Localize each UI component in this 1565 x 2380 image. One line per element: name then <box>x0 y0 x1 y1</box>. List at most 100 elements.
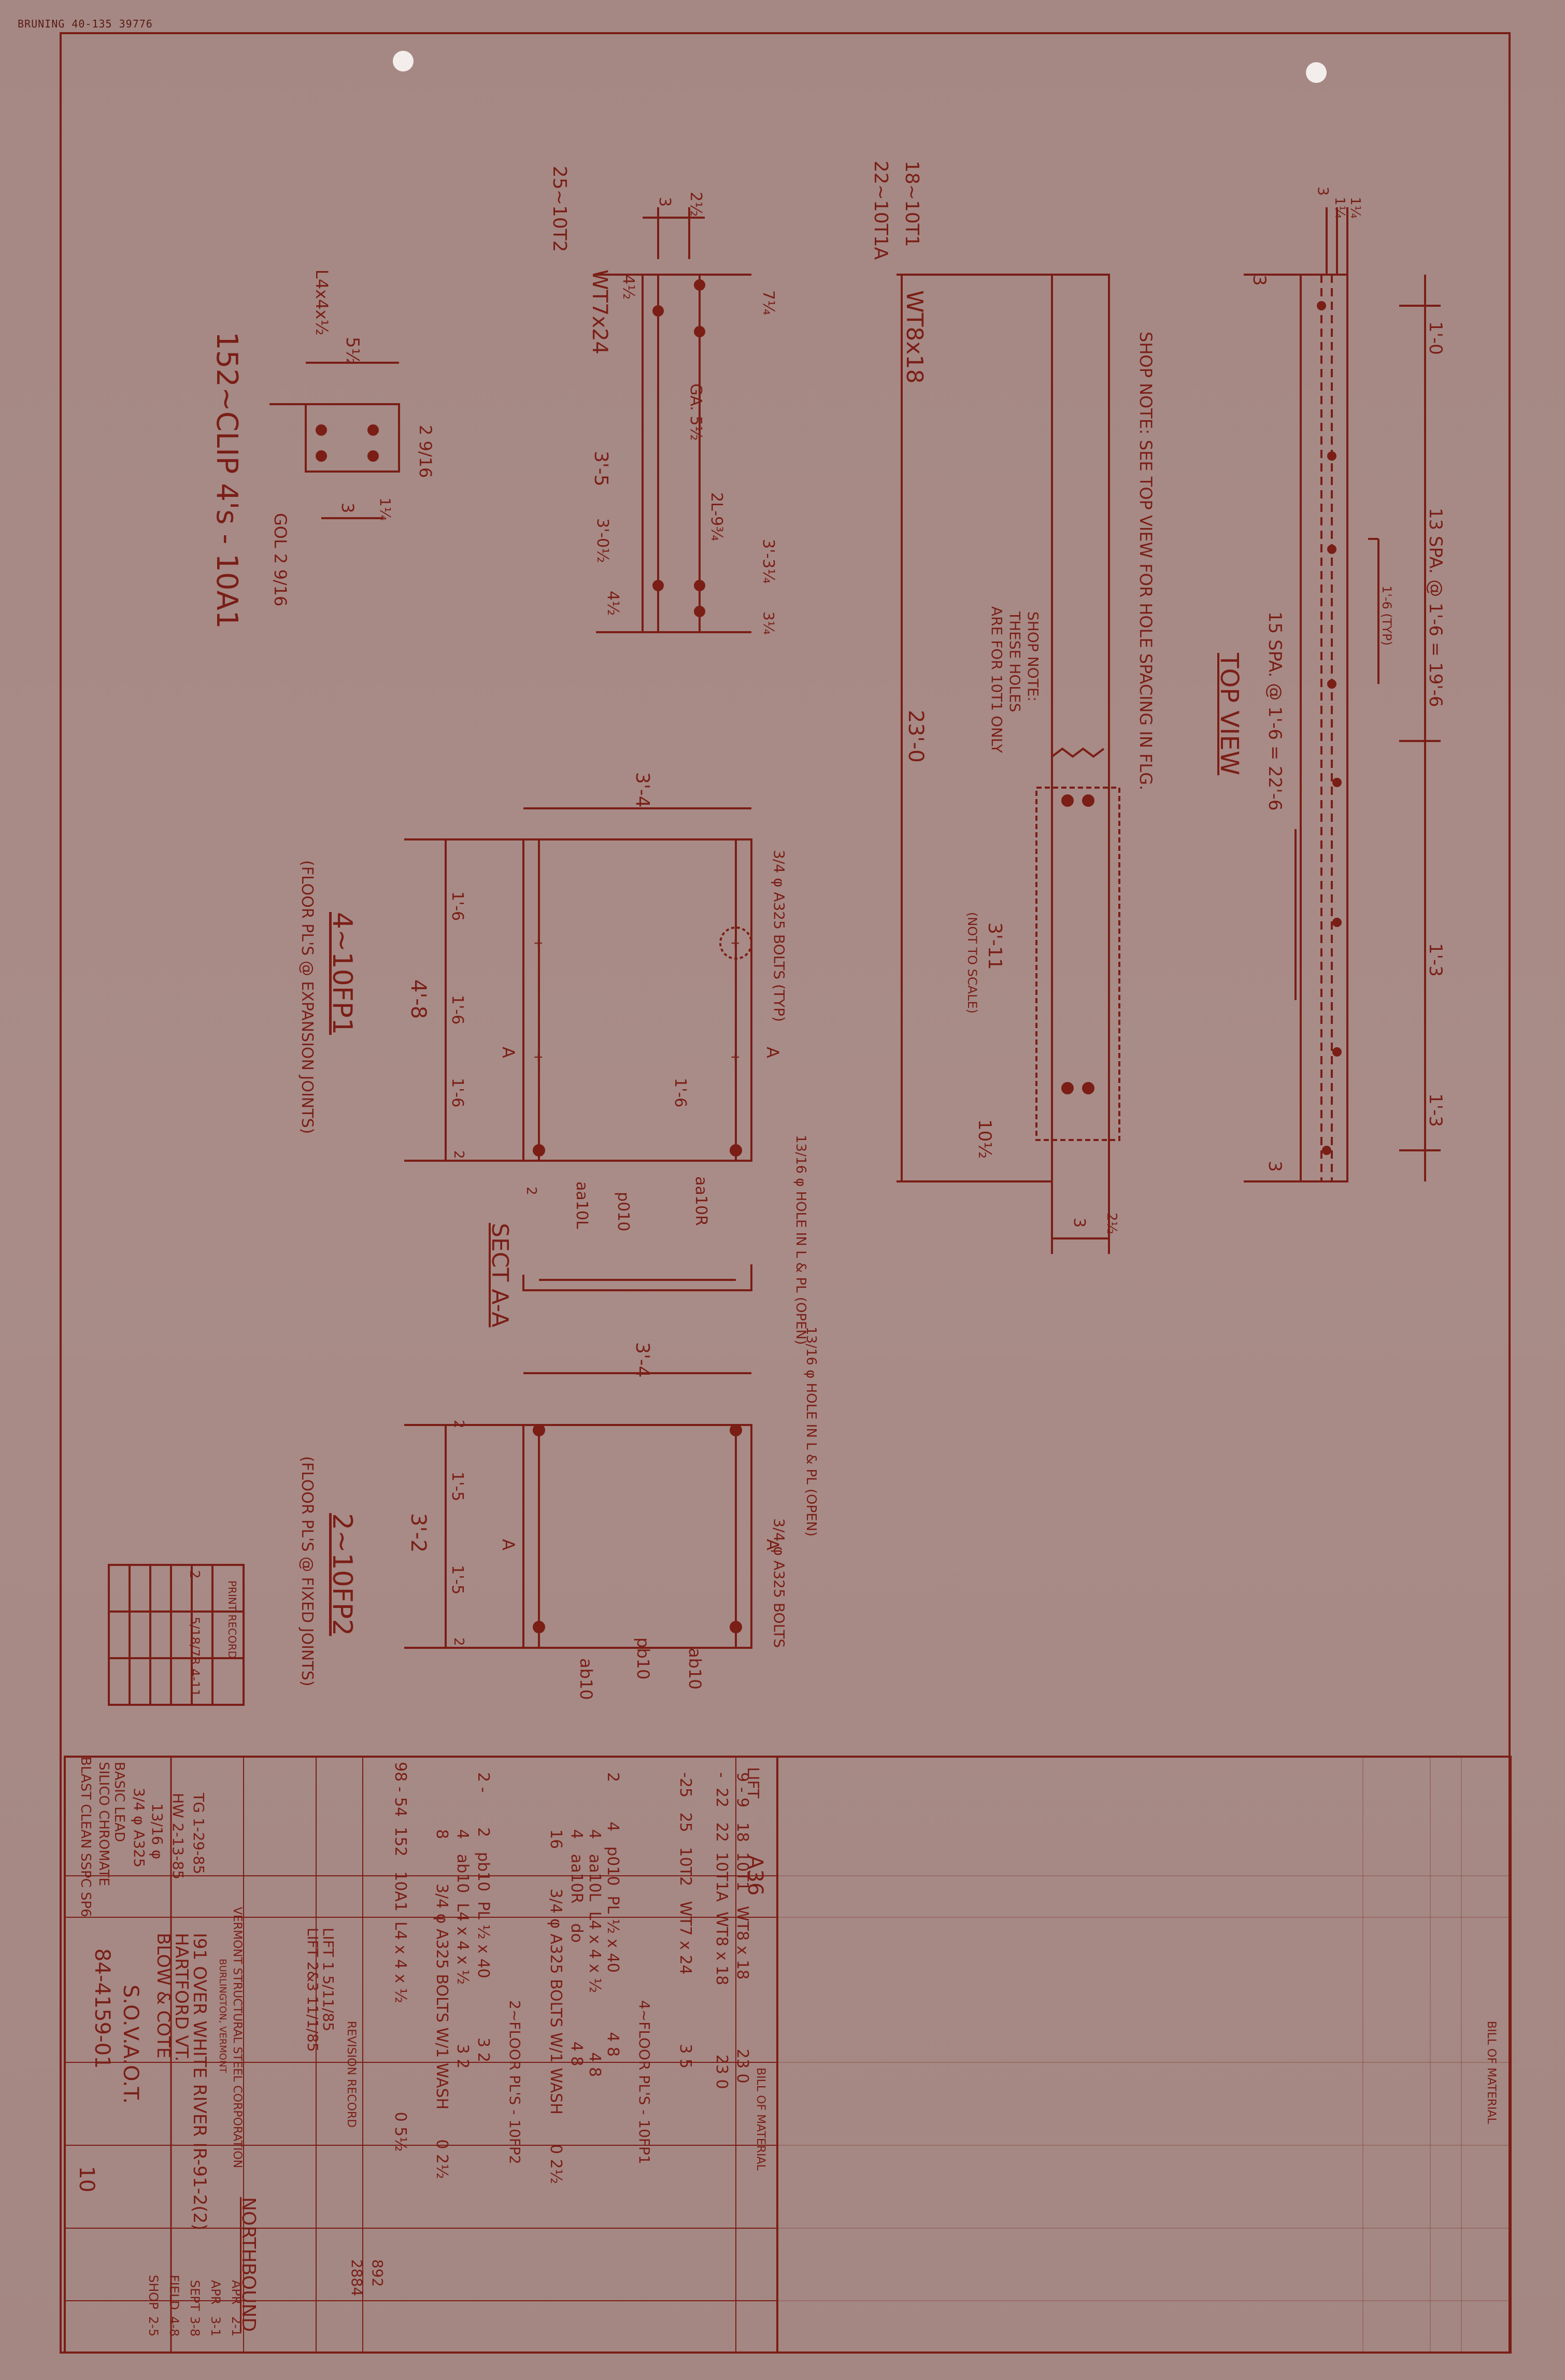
top-view-dim-4: 3 <box>1249 275 1270 286</box>
section-aa-shape <box>522 1264 752 1291</box>
top-view-dim-8: 1'-6 (TYP) <box>1379 586 1394 646</box>
clip-gage: GOL 2 9/16 <box>271 513 290 607</box>
fp1-outline <box>522 838 752 1162</box>
fp2-subtitle: (FLOOR PL'S @ FIXED JOINTS) <box>298 1456 316 1687</box>
bom-label-right: BILL OF MATERIAL <box>1485 2021 1498 2124</box>
top-view-outline <box>1300 274 1348 1182</box>
direction-label: NORTHBOUND <box>238 2197 259 2332</box>
checked-by: HW 2-13-85 <box>169 1793 187 1879</box>
paint-3: BLAST CLEAN SSPC SP6 <box>78 1757 93 1917</box>
fp1-title: 4~10FP1 <box>326 912 358 1035</box>
wt7-dim-7: 3'-0½ <box>593 518 611 563</box>
wt8-detail-note: (NOT TO SCALE) <box>965 912 979 1014</box>
wt8-detail-dim-1: 3'-11 <box>984 922 1005 970</box>
wt7-dim-8: 4½ <box>604 591 622 616</box>
clip-angle-outline <box>305 403 400 473</box>
wt7-dim-9: 3'-3¼ <box>759 539 777 584</box>
wt8-length: 23'-0 <box>904 710 928 763</box>
fp1-space-3: 1'-6 <box>448 1078 466 1108</box>
fp1-bolts: 3/4 φ A325 BOLTS (TYP) <box>771 850 788 1022</box>
company-name: VERMONT STRUCTURAL STEEL CORPORATION <box>231 1907 244 2169</box>
top-view-dim-9: 1'-3 <box>1425 943 1446 977</box>
wt7-dim-10: 3¼ <box>760 611 777 635</box>
bom-row-11: 4 ab10 L4 x 4 x ½ 3 2 <box>453 1829 472 2069</box>
sheet-number: 10 <box>75 2166 98 2192</box>
fp2-space-1: 1'-5 <box>448 1472 466 1502</box>
top-view-title: TOP VIEW <box>1215 653 1244 776</box>
project-location: HARTFORD VT. <box>171 1933 192 2062</box>
drawn-by: TG 1-29-85 <box>190 1793 207 1874</box>
fp1-hole: 13/16 φ HOLE IN L & PL (OPEN) <box>793 1135 808 1345</box>
fp1-mark-2: p010 <box>614 1192 632 1232</box>
bom-row-2: - 22 22 10T1A WT8 x 18 23 0 <box>713 1772 731 2089</box>
fp1-space-5: 2 <box>523 1187 539 1195</box>
wt7-dim-1: 3 <box>656 197 674 207</box>
date-type-4: FIELD <box>167 2275 181 2310</box>
bom-row-6: 4 aa10L L4 x 4 x ½ 4 8 <box>586 1829 604 2077</box>
fp2-width: 3'-4 <box>632 1342 653 1378</box>
date-row-3: 3-8 <box>188 2316 202 2337</box>
top-view-dim-1: 3 <box>1315 187 1332 196</box>
clip-dim-1: 5½ <box>342 337 363 365</box>
wt8-shop-note-2a: SHOP NOTE: <box>1025 611 1042 702</box>
fp2-height: 3'-2 <box>406 1513 430 1553</box>
top-view-dim-10: 1'-3 <box>1425 1093 1446 1127</box>
svg-text:+: + <box>731 935 740 952</box>
contract-name: S.O.V.A.O.T. <box>119 1985 143 2104</box>
fp2-section-left: A <box>499 1539 518 1550</box>
wt8-detail-dim-2: 10½ <box>974 1119 995 1159</box>
total-2: 2884 <box>348 2259 365 2297</box>
fp2-space-3: 2 <box>451 1420 466 1429</box>
wt8-shop-note-2c: ARE FOR 10T1 ONLY <box>988 606 1005 753</box>
top-view-dim-2: 1¼ <box>1332 197 1347 219</box>
fp2-space-4: 2 <box>451 1637 466 1646</box>
fp2-section-right: A <box>763 1539 782 1550</box>
clip-dim-3: 3 <box>338 503 358 514</box>
wt7-dim-3: 4½ <box>619 275 637 300</box>
top-view-dim-3: 1¼ <box>1347 197 1363 219</box>
date-row-4: 4-8 <box>167 2316 181 2337</box>
fp2-hole: 13/16 φ HOLE IN L & PL (OPEN) <box>803 1327 819 1537</box>
top-view-dim-5: 1'-0 <box>1425 321 1446 355</box>
svg-text:+: + <box>731 1049 740 1066</box>
fp1-section-left: A <box>499 1047 518 1058</box>
wt8-shop-note-1: SHOP NOTE: SEE TOP VIEW FOR HOLE SPACING… <box>1136 332 1156 791</box>
fp1-space-6: 1'-6 <box>671 1078 689 1108</box>
date-type-2: APR <box>208 2280 223 2305</box>
fp1-height: 4'-8 <box>406 979 430 1019</box>
bom-row-10: 2 - 2 pb10 PL ½ x 40 3 2 <box>474 1772 492 2062</box>
fp1-space-4: 2 <box>451 1150 466 1159</box>
clip-dim-4: 1¼ <box>377 497 394 521</box>
date-row-5: 2-5 <box>146 2316 161 2337</box>
title-block-box <box>64 1756 1512 2354</box>
wt8-detail-dim-4: 2½ <box>1104 1213 1119 1234</box>
bom-row-13: 98 - 54 152 10A1 L4 x 4 x ½ 0 5½ <box>391 1762 409 2152</box>
bom-row-4: 4~FLOOR PL'S - 10FP1 <box>636 2000 653 2164</box>
bom-row-1: 9 - 9 18 10T1 WT8 x 18 23 0 <box>733 1772 751 2084</box>
wt7-section: WT7x24 <box>588 269 611 355</box>
section-aa-title: SECT A-A <box>487 1223 513 1328</box>
fp2-bolts: 3/4 φ A325 BOLTS <box>771 1518 788 1648</box>
print-record-row-1-a: 2 <box>187 1570 202 1579</box>
fp1-section-right: A <box>763 1047 782 1058</box>
date-row-1: 2-1 <box>229 2316 244 2337</box>
paint-1: BASIC LEAD <box>111 1762 127 1842</box>
wt8-mark-2: 22~10T1A <box>870 161 891 260</box>
date-row-2: 3-1 <box>208 2316 223 2337</box>
print-record-row-1-c: 4-11 <box>188 1669 202 1697</box>
bom-row-7: 4 aa10R do 4 8 <box>567 1829 586 2067</box>
print-record-title: PRINT RECORD <box>226 1580 238 1659</box>
top-view-dim-7: 15 SPA. @ 1'-6 = 22'-6 <box>1264 611 1285 811</box>
sheet-stamp: BRUNING 40-135 39776 <box>18 18 153 30</box>
company-city: BURLINGTON, VERMONT <box>217 1959 228 2073</box>
svg-text:+: + <box>534 1049 543 1066</box>
revision-record-label: REVISION RECORD <box>345 2021 358 2128</box>
fp2-mark-3: ab10 <box>685 1648 705 1690</box>
wt8-shop-note-2b: THESE HOLES <box>1006 611 1023 712</box>
print-record-box <box>108 1564 245 1706</box>
wt7-dim-4: 7¼ <box>759 290 777 316</box>
wt8-section: WT8x18 <box>901 290 928 384</box>
clip-dim-2: 2 9/16 <box>416 425 435 478</box>
